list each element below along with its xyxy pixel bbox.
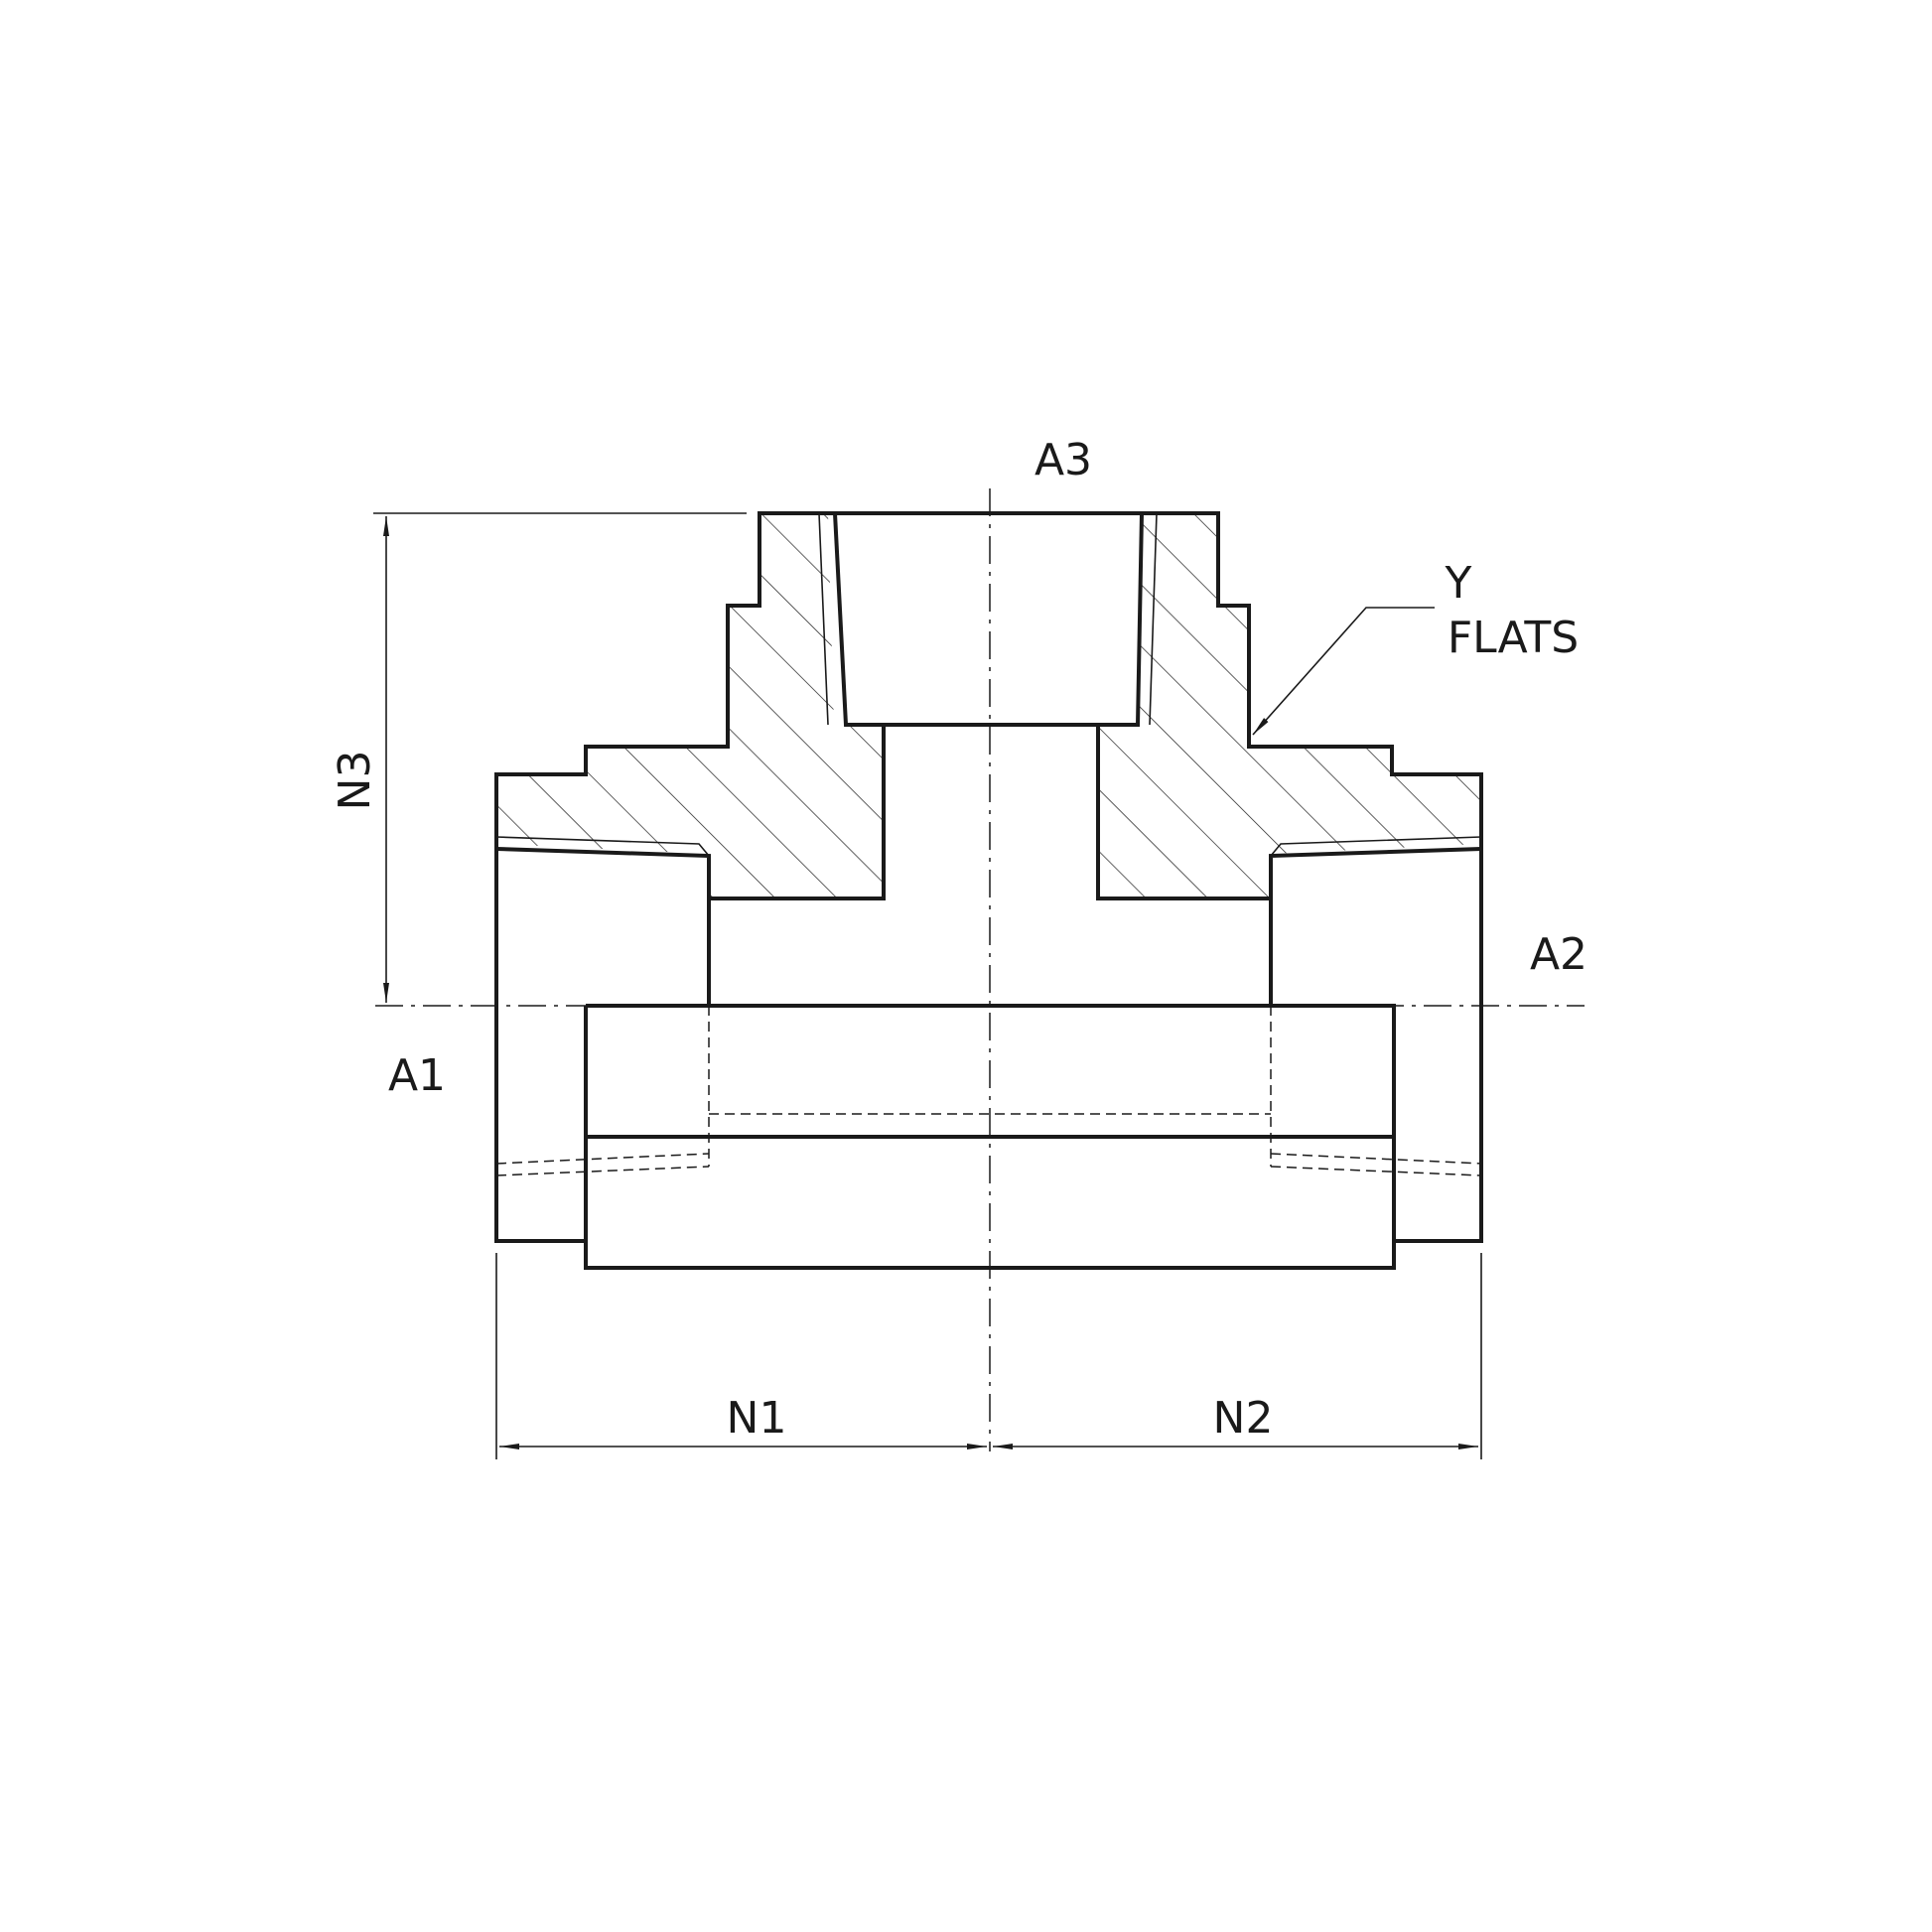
port-label-a3: A3: [1035, 435, 1092, 485]
hidden-line-right-thread-a: [1270, 1153, 1482, 1165]
dimension-label-n2: N2: [1213, 1393, 1274, 1444]
fitting-outline: [494, 511, 1483, 1270]
left-port-bore: [495, 847, 711, 1006]
center-cavity-top: [709, 725, 886, 900]
right-thread-line: [1270, 836, 1482, 857]
left-thread-line: [495, 836, 710, 857]
top-port-bore: [833, 512, 1144, 727]
flats-label-text: FLATS: [1448, 613, 1579, 663]
port-label-a1: A1: [388, 1050, 446, 1101]
hidden-lines: [495, 1006, 1482, 1176]
flats-leader-line: [1252, 607, 1435, 736]
port-label-a2: A2: [1530, 929, 1587, 980]
top-thread-left: [818, 512, 829, 726]
dimension-label-n3: N3: [330, 751, 380, 811]
top-thread-right: [1149, 512, 1158, 726]
hidden-line-left-thread-b: [495, 1166, 710, 1176]
hidden-line-right-thread-b: [1270, 1166, 1482, 1176]
dimensions: [373, 512, 1482, 1459]
right-port-bore: [1269, 847, 1482, 1006]
centerlines: [375, 488, 1585, 1451]
section-hatching: [496, 513, 1481, 898]
hatch-top-left: [496, 513, 884, 898]
flats-label-y: Y: [1445, 558, 1472, 609]
thread-lines: [495, 512, 1482, 857]
hidden-line-left-thread-a: [495, 1153, 710, 1165]
center-cavity-top-right: [1096, 725, 1271, 900]
labels: A3 A2 A1 N1 N2 N3 Y FLATS: [330, 435, 1587, 1444]
hatch-top-right: [1098, 513, 1481, 898]
outer-body-outline: [494, 511, 1483, 1270]
dimension-label-n1: N1: [727, 1393, 787, 1444]
